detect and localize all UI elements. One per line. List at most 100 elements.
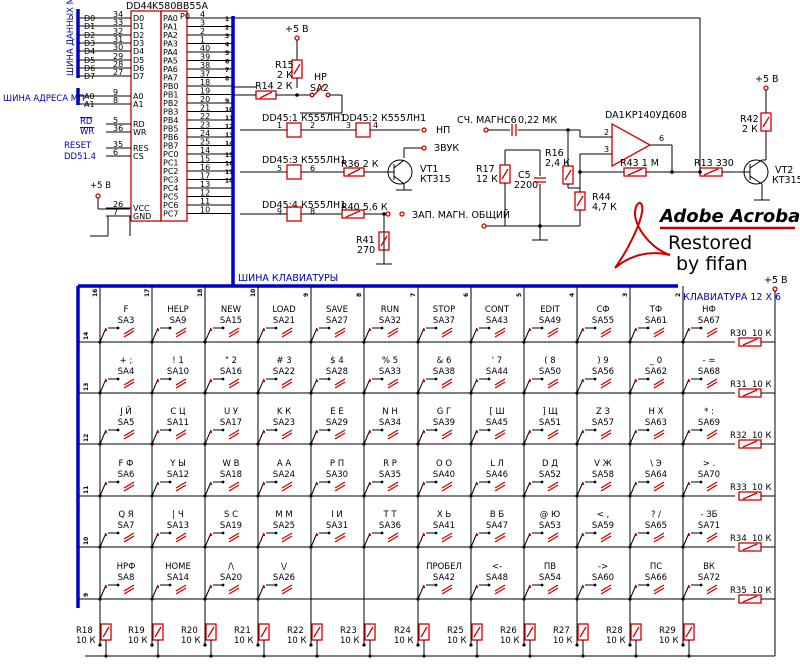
top-circuit: +5 В R15 2 К R14 2 К НР SA2 DD45:2 К555Л… [233, 17, 800, 265]
key-legend: Q Я [118, 510, 133, 520]
chip-pin-number: 23 [200, 121, 210, 130]
kb-col-bus-number: 6 [463, 293, 470, 297]
key-legend: _ 0 [649, 356, 662, 366]
chip-pin-number: 7 [113, 208, 118, 217]
chip-pin-name: D1 [133, 22, 144, 31]
key-ref: SA18 [220, 470, 242, 480]
key-ref: SA9 [170, 316, 187, 326]
chip-pin-number: 18 [200, 78, 210, 87]
row-resistor-ref: R30 [730, 329, 747, 339]
svg-text:8: 8 [310, 207, 315, 216]
key-ref: SA40 [433, 470, 455, 480]
chip-pin-name: PC0 [163, 150, 179, 159]
chip-pin-name: PB0 [163, 82, 178, 91]
chip-pin-number: 4 [200, 10, 205, 19]
row-resistor-val: 10 К [752, 586, 772, 596]
bus-line-number: 12 [225, 124, 233, 131]
key-legend: ! 1 [172, 356, 184, 366]
key-legend: N Н [382, 407, 397, 417]
chip-pin-number: 12 [200, 189, 210, 198]
bus-line-number: 5 [225, 50, 229, 57]
bus-line-number: 11 [225, 115, 233, 122]
key-legend: ПВ [544, 562, 556, 572]
key-ref: SA59 [592, 521, 614, 531]
key-ref: SA67 [698, 316, 720, 326]
watermark-line2: by fifan [676, 253, 748, 275]
key-ref: SA55 [592, 316, 614, 326]
bus-line-number: 18 [225, 178, 233, 185]
row-resistor-val: 10 К [752, 329, 772, 339]
bus-line-number: 9 [225, 98, 229, 105]
key-ref: SA38 [433, 367, 455, 377]
row-resistor-val: 10 К [752, 431, 772, 441]
column-resistor-val: 10 К [394, 636, 414, 646]
key-legend: - = [703, 356, 716, 366]
keyboard-key: /\SA20 [203, 562, 242, 601]
key-ref: SA28 [326, 367, 348, 377]
key-legend: ВК [703, 562, 715, 572]
keyboard-bus-label: ШИНА КЛАВИАТУРЫ [238, 273, 338, 284]
key-legend: > . [703, 459, 716, 469]
chip-pin-number: 15 [200, 155, 210, 164]
chip-pin-number: 2 [200, 27, 205, 36]
data-line-label: D3 [84, 39, 95, 48]
key-ref: SA15 [220, 316, 242, 326]
key-ref: SA48 [486, 573, 508, 583]
key-ref: SA24 [273, 470, 295, 480]
chip-pin-number: 16 [200, 163, 210, 172]
chip-pin-name: PC2 [163, 167, 179, 176]
column-resistor-val: 10 К [500, 636, 520, 646]
key-ref: SA43 [486, 316, 508, 326]
chip-pin-name: GND [133, 212, 151, 221]
chip-pin-name: D4 [133, 47, 144, 56]
chip-pin-number: 13 [200, 180, 210, 189]
keyboard-key: * :SA69 [681, 407, 720, 446]
vt1-part: КТ315 [420, 174, 451, 185]
dd45-2-label: DD45:2 К555ЛН1 [342, 113, 426, 124]
key-legend: K К [277, 407, 291, 417]
key-legend: ? / [651, 510, 661, 520]
reset-label: RESET [64, 141, 92, 151]
chip-pin-number: 21 [200, 104, 210, 113]
key-legend: P П [330, 459, 344, 469]
key-legend: M М [275, 510, 292, 520]
row-resistor-ref: R34 [730, 534, 747, 544]
data-line-label: D6 [84, 64, 95, 73]
key-ref: SA11 [167, 418, 189, 428]
chip-ref: DD44 [126, 1, 153, 12]
chip-pin-number: 6 [113, 148, 118, 157]
c5-label: С5 [518, 170, 531, 181]
r14-label: R14 2 К [255, 81, 293, 92]
column-resistor-ref: R26 [500, 626, 517, 636]
da1-part: КР140УД608 [625, 110, 687, 121]
r41-val: 270 [357, 245, 375, 256]
column-resistor-ref: R28 [606, 626, 623, 636]
chip-pin-name: PC4 [163, 184, 179, 193]
column-resistor-val: 10 К [234, 636, 254, 646]
chip-pin-name: PA6 [163, 65, 178, 74]
column-resistor-ref: R25 [447, 626, 464, 636]
column-resistor-val: 10 К [181, 636, 201, 646]
chip-pin-name: PB7 [163, 142, 178, 151]
chip-pin-number: 1 [200, 36, 205, 45]
key-ref: SA56 [592, 367, 614, 377]
chip-pin-name: PB1 [163, 91, 178, 100]
